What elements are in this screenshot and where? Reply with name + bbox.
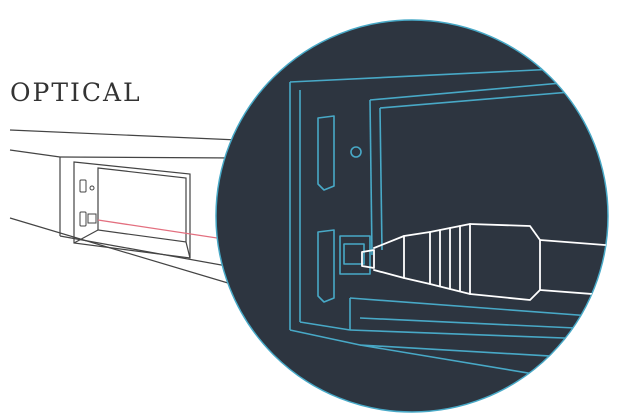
optical-label: OPTICAL [10, 78, 142, 107]
soundbar-port-bay [73, 161, 191, 259]
soundbar-small-ports [79, 179, 97, 227]
magnified-inset [215, 19, 609, 413]
hdmi-port-icon [317, 229, 335, 303]
optical-port-icon [339, 235, 371, 275]
optical-cable-icon [361, 223, 608, 301]
hdmi-port-icon [317, 115, 335, 191]
soundbar-outline [9, 129, 239, 287]
